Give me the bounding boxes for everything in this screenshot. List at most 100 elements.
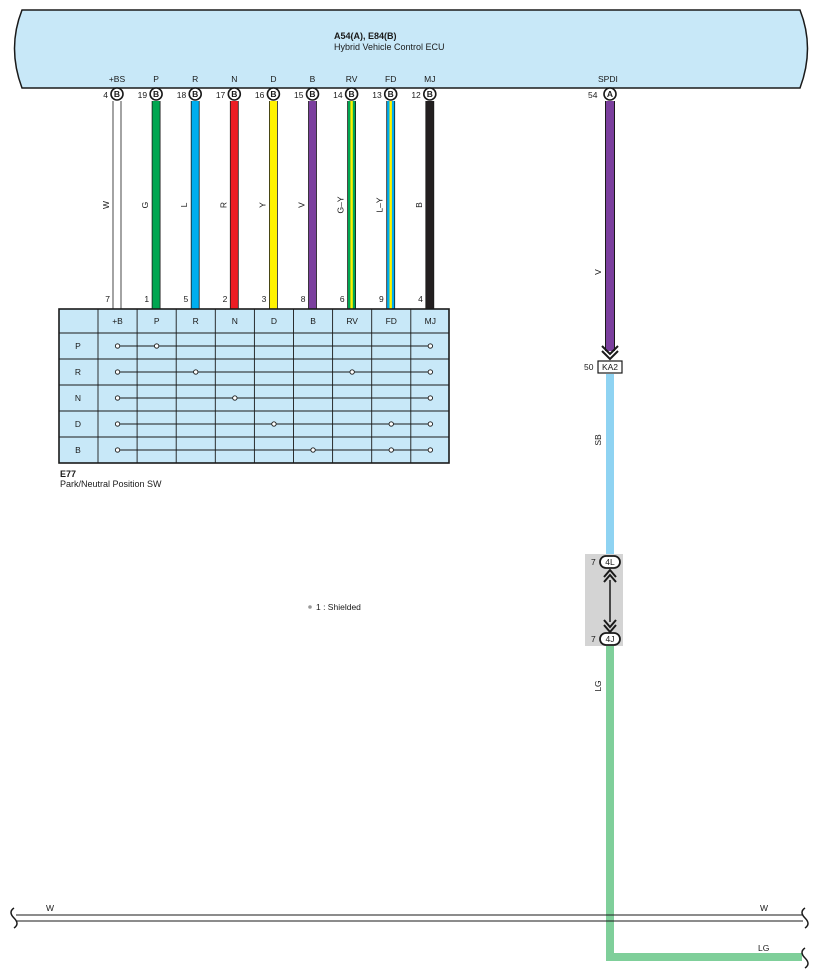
ecu-subtitle: Hybrid Vehicle Control ECU: [334, 42, 445, 52]
pin-marker: [305, 87, 320, 101]
continuity-dot: [310, 447, 316, 453]
switch-pin-number: 5: [183, 294, 188, 304]
continuity-dot: [388, 447, 394, 453]
terminal-label: P: [153, 74, 159, 84]
connector-4l: [599, 555, 621, 569]
terminal-label: R: [192, 74, 198, 84]
continuity-dot: [114, 421, 121, 427]
component-name: Park/Neutral Position SW: [60, 479, 162, 489]
connector-4l-pin: 7: [591, 557, 596, 567]
pin-number: 19: [138, 90, 148, 100]
wire-color-code: L–Y: [375, 197, 385, 212]
continuity-dot: [114, 447, 121, 453]
continuity-dot: [427, 421, 433, 427]
wire-body: [152, 101, 161, 309]
spdi-pin-number: 54: [588, 90, 598, 100]
pin-number: 12: [411, 90, 421, 100]
pin-marker: [422, 87, 437, 101]
spdi-color-sb: SB: [593, 434, 603, 446]
pin-conn-letter: B: [114, 89, 120, 99]
spdi-pin-marker: [603, 87, 617, 101]
terminal-label: N: [231, 74, 237, 84]
continuity-dot: [349, 369, 355, 375]
table-header-3: R: [193, 316, 199, 326]
table-row-label: D: [75, 419, 81, 429]
spdi-wire-lightgreen: [606, 646, 802, 961]
pin-number: 18: [177, 90, 187, 100]
switch-pin-number: 3: [262, 294, 267, 304]
connector-arrow-down: [603, 619, 617, 634]
connector-arrow-up: [603, 568, 617, 583]
table-header-8: FD: [386, 316, 397, 326]
connector-pair-shade: [585, 554, 623, 646]
pin-marker: [149, 87, 163, 101]
table-header-7: RV: [346, 316, 358, 326]
pin-conn-letter: B: [388, 89, 394, 99]
switch-pin-number: 7: [105, 294, 110, 304]
junction-box-ka2: [597, 360, 623, 374]
wire-color-code: V: [297, 202, 307, 208]
wire-body: [269, 101, 278, 309]
continuity-dot: [427, 395, 433, 401]
pin-conn-letter: B: [349, 89, 355, 99]
switch-pin-number: 8: [301, 294, 306, 304]
continuity-dot: [427, 369, 433, 375]
continuity-dot: [427, 343, 433, 349]
wire-color-code: B: [414, 202, 424, 208]
table-row-label: R: [75, 367, 81, 377]
continuity-dot: [114, 343, 121, 349]
spdi-terminal-label: SPDI: [598, 74, 618, 84]
ecu-title: A54(A), E84(B): [334, 31, 397, 41]
wire-body: [230, 101, 239, 309]
pin-marker: [383, 87, 398, 101]
table-header-9: MJ: [425, 316, 436, 326]
wire-body: [425, 101, 434, 309]
spdi-conn-letter: A: [607, 89, 613, 99]
spdi-color-v: V: [593, 269, 603, 275]
continuity-dot: [388, 421, 394, 427]
connector-4l-label: 4L: [605, 557, 615, 567]
connector-4j-pin: 7: [591, 634, 596, 644]
wire-stripe: [350, 101, 353, 309]
continuity-dot: [114, 395, 121, 401]
spdi-wire-skyblue: [606, 374, 614, 558]
wire-color-code: G: [140, 202, 150, 209]
table-row-label: B: [75, 445, 81, 455]
table-header-2: P: [154, 316, 160, 326]
terminal-label: FD: [385, 74, 396, 84]
switch-pin-number: 9: [379, 294, 384, 304]
wire-color-code: R: [218, 202, 228, 208]
wire-color-code: L: [179, 202, 189, 207]
terminal-label: MJ: [424, 74, 435, 84]
wire-body: [113, 101, 121, 309]
pin-marker: [344, 87, 359, 101]
pin-marker: [227, 87, 242, 101]
junction-pin: 50: [584, 362, 594, 372]
terminal-label: D: [270, 74, 276, 84]
pin-number: 13: [372, 90, 382, 100]
wire-color-code: Y: [257, 202, 267, 208]
wire-stripe: [389, 101, 392, 309]
junction-label: KA2: [602, 362, 618, 372]
pin-marker: [188, 87, 202, 101]
switch-pin-number: 4: [418, 294, 423, 304]
junction-arrow: [601, 345, 619, 361]
spdi-wire-violet: [606, 101, 614, 351]
table-row-label: P: [75, 341, 81, 351]
bus-break-left: [10, 907, 18, 929]
continuity-dot: [271, 421, 277, 427]
pin-number: 17: [216, 90, 226, 100]
pin-number: 14: [333, 90, 343, 100]
continuity-dot: [427, 447, 433, 453]
pin-conn-letter: B: [153, 89, 159, 99]
wire-color-code: W: [101, 201, 111, 209]
table-header-4: N: [232, 316, 238, 326]
